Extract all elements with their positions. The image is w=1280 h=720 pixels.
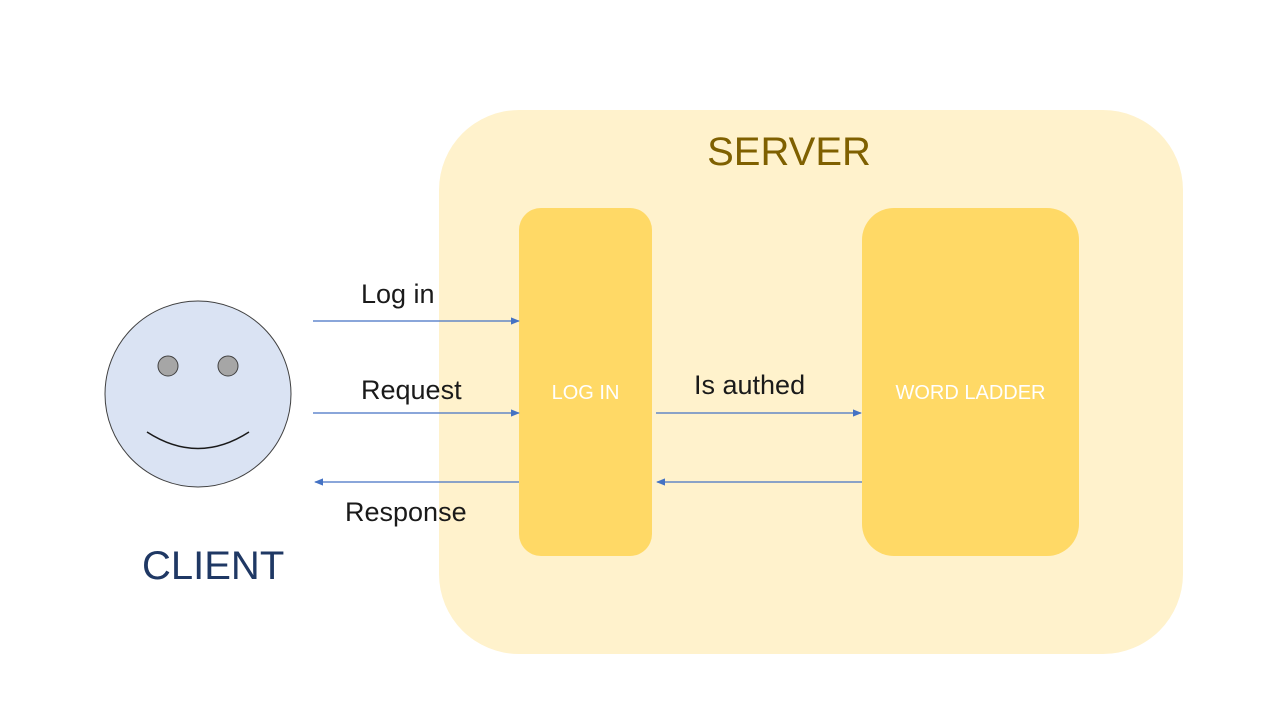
login-node-label: LOG IN [551, 382, 620, 404]
left-eye [157, 355, 179, 377]
word-ladder-node-label: WORD LADDER [895, 382, 1046, 404]
right-eye [217, 355, 239, 377]
face-circle [104, 300, 292, 488]
client-label: CLIENT [142, 544, 285, 588]
request-label: Request [361, 375, 462, 405]
login-node: LOG IN [519, 208, 652, 556]
server-title: SERVER [707, 130, 871, 174]
log-in-label: Log in [361, 279, 435, 309]
is-authed-label: Is authed [694, 370, 806, 400]
word-ladder-node: WORD LADDER [862, 208, 1079, 556]
smiley-face-icon [104, 300, 292, 488]
mouth [146, 431, 250, 450]
response-label: Response [345, 497, 467, 527]
